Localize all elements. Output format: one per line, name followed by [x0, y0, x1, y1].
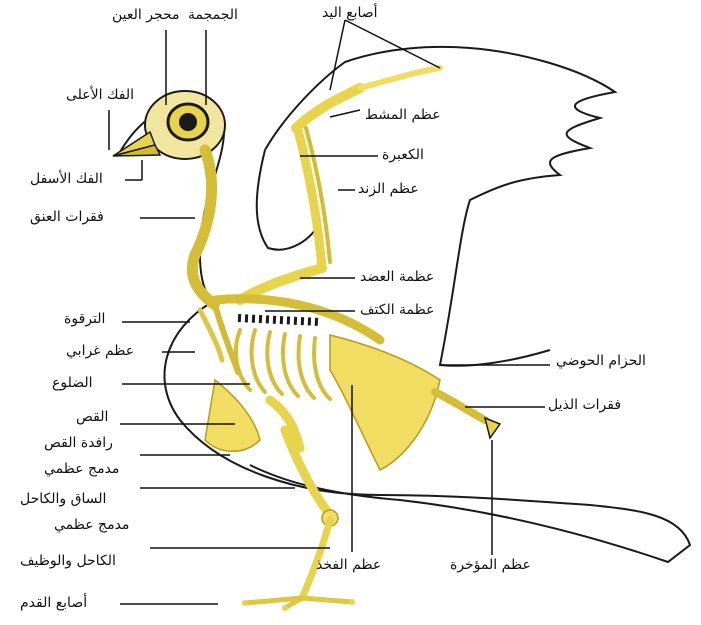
label-eye-socket: محجر العين	[112, 6, 180, 24]
toe-bones	[245, 598, 352, 608]
label-fused-bone-1: مدمج عظمي	[44, 460, 119, 478]
eye-socket-center	[179, 113, 197, 131]
label-tibiotarsus: الساق والكاحل	[20, 490, 106, 508]
label-femur: عظم الفخذ	[316, 556, 381, 574]
ribs-bones	[236, 330, 330, 399]
label-metacarpal: عظم المشط	[365, 106, 441, 124]
label-toes: أصابع القدم	[20, 594, 87, 612]
label-finger-bones: أصابع اليد	[322, 4, 378, 22]
label-fused-bone-2: مدمج عظمي	[54, 516, 129, 534]
label-upper-jaw: الفك الأعلى	[66, 86, 134, 104]
label-lower-jaw: الفك الأسفل	[30, 170, 103, 188]
tail-vertebrae-bone	[435, 392, 485, 420]
label-wrist: الكعبرة	[382, 146, 424, 164]
label-tail-vertebrae: فقرات الذيل	[548, 396, 621, 414]
label-furcula: الترقوة	[64, 310, 105, 328]
label-pygostyle: عظم المؤخرة	[450, 556, 531, 574]
pygostyle-bone	[485, 418, 500, 438]
coracoid-bone	[215, 305, 238, 372]
leader-finger-bones	[330, 20, 345, 90]
leader-metacarpal	[330, 110, 360, 117]
label-ulna: عظم الزند	[358, 180, 419, 198]
label-ribs: الضلوع	[52, 374, 93, 392]
leader-finger-bones-2	[345, 20, 440, 68]
metacarpal-bone	[296, 88, 360, 128]
finger-bones	[360, 68, 440, 88]
label-sternum: القص	[76, 408, 108, 426]
label-skull: الجمجمة	[188, 6, 238, 24]
pelvic-girdle-bone	[330, 335, 440, 470]
dorsal-vertebrae	[238, 318, 320, 322]
label-pelvic-girdle: الحزام الحوضي	[556, 352, 646, 370]
label-keel: رافدة القص	[44, 434, 113, 452]
label-coracoid: عظم غرابي	[66, 342, 134, 360]
label-humerus: عظمة العضد	[360, 268, 434, 286]
label-tarsometatarsus: الكاحل والوظيف	[20, 552, 116, 570]
tibiotarsus-bone	[285, 430, 330, 515]
label-neck-vertebrae: فقرات العنق	[30, 208, 104, 226]
label-scapula: عظمة الكتف	[360, 301, 435, 319]
